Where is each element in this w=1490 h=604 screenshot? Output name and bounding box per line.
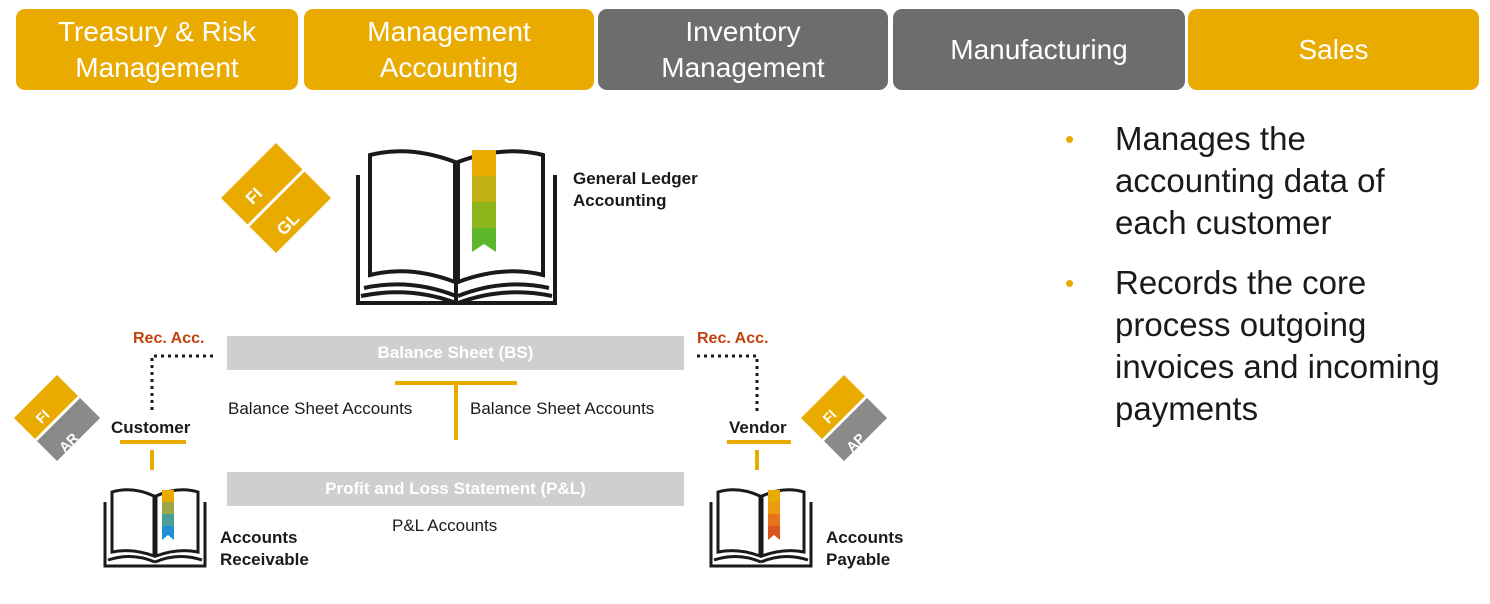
general-ledger-book-icon: [356, 149, 557, 305]
pl-statement-bar: [227, 472, 684, 506]
ar-bookmark-icon: [162, 490, 174, 540]
bs-accounts-right-label: Balance Sheet Accounts: [470, 399, 655, 418]
bullet-dot-icon: •: [1065, 268, 1075, 298]
pl-accounts-label: P&L Accounts: [392, 516, 498, 535]
accounts-payable-book-icon: [709, 488, 813, 568]
balance-sheet-label: Balance Sheet (BS): [377, 343, 534, 362]
rec-acc-right-connector: [697, 354, 759, 414]
tab-sales[interactable]: Sales: [1188, 9, 1479, 90]
bullet-dot-icon: •: [1065, 124, 1075, 154]
fi-gl-badge: FI GL: [221, 143, 331, 253]
fi-ap-badge: FI AP: [801, 375, 887, 461]
bs-accounts-left-label: Balance Sheet Accounts: [228, 399, 413, 418]
bullet-item: •Manages the accounting data of each cus…: [1065, 120, 1385, 241]
rec-acc-right-label: Rec. Acc.: [697, 330, 769, 347]
tab-inventory-management[interactable]: Inventory Management: [598, 9, 888, 90]
accounts-payable-label: Accounts Payable: [826, 528, 904, 569]
bullet-item: •Records the core process outgoing invoi…: [1065, 264, 1440, 427]
ap-bookmark-icon: [768, 490, 780, 540]
vendor-label: Vendor: [729, 418, 787, 437]
rec-acc-left-connector: [150, 354, 213, 414]
description-bullets: •Manages the accounting data of each cus…: [1065, 118, 1465, 448]
tab-treasury-risk-management[interactable]: Treasury & Risk Management: [16, 9, 298, 90]
pl-statement-label: Profit and Loss Statement (P&L): [325, 479, 586, 498]
gl-bookmark-icon: [472, 150, 496, 252]
accounts-receivable-book-icon: [103, 488, 207, 568]
accounts-receivable-label: Accounts Receivable: [220, 528, 309, 569]
balance-sheet-bar: [227, 336, 684, 370]
customer-label: Customer: [111, 418, 191, 437]
general-ledger-label: General Ledger Accounting: [573, 169, 698, 210]
fi-ar-badge: FI AR: [14, 375, 100, 461]
tab-management-accounting[interactable]: Management Accounting: [304, 9, 594, 90]
tab-manufacturing[interactable]: Manufacturing: [893, 9, 1185, 90]
rec-acc-left-label: Rec. Acc.: [133, 330, 205, 347]
